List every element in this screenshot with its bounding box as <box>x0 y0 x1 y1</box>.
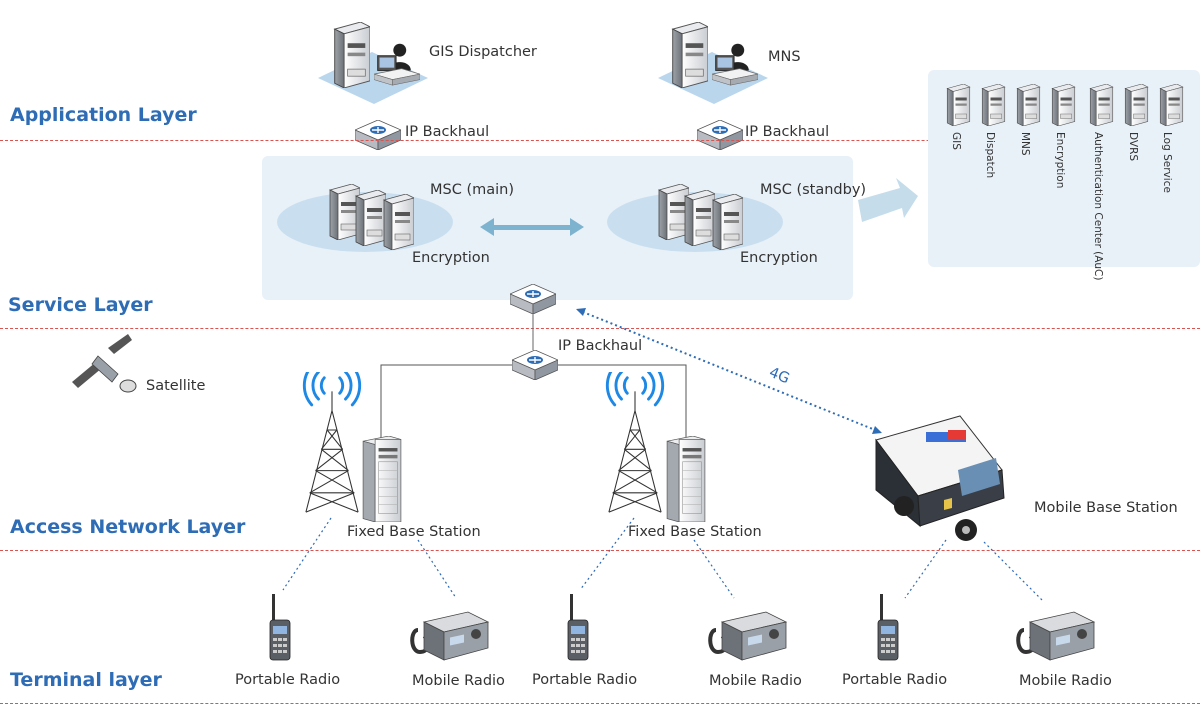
encryption-main-label: Encryption <box>412 250 490 266</box>
encryption-standby-label: Encryption <box>740 250 818 266</box>
service-item-mns: MNS <box>1019 132 1031 156</box>
layer-label-terminal: Terminal layer <box>10 669 162 691</box>
mobile-radio-2-label: Mobile Radio <box>709 673 802 689</box>
fixed-base-station-1-cabinet <box>362 436 402 522</box>
fixed-base-station-1-label: Fixed Base Station <box>347 524 481 540</box>
services-panel-servers <box>946 84 1184 126</box>
backhaul-links <box>380 364 687 440</box>
gis-dispatcher-workstation <box>318 22 428 104</box>
service-item-auc: Authentication Center (AuC) <box>1092 132 1104 281</box>
layer-label-application: Application Layer <box>10 104 197 126</box>
portable-radio-1-label: Portable Radio <box>235 672 341 688</box>
services-arrow <box>858 178 918 222</box>
mns-label: MNS <box>768 49 801 65</box>
mobile-radio-3-label: Mobile Radio <box>1019 673 1112 689</box>
layer-label-access: Access Network Layer <box>10 516 246 538</box>
gis-dispatcher-label: GIS Dispatcher <box>429 44 537 60</box>
msc-main-label: MSC (main) <box>430 182 514 198</box>
satellite-label: Satellite <box>146 378 206 394</box>
mns-workstation <box>658 22 768 104</box>
service-item-dvrs: DVRS <box>1127 132 1139 162</box>
portable-radio-3-label: Portable Radio <box>842 672 948 688</box>
link-4g <box>577 309 881 433</box>
service-item-encryption: Encryption <box>1054 132 1066 189</box>
terminal-links <box>282 517 1043 601</box>
service-item-dispatch: Dispatch <box>984 132 996 179</box>
ip-backhaul-label-right: IP Backhaul <box>745 124 830 140</box>
msc-standby-label: MSC (standby) <box>760 182 867 198</box>
mobile-radio-3-icon <box>1016 610 1096 662</box>
divider-access-terminal <box>0 550 1200 551</box>
msc-sync-arrow <box>480 218 584 236</box>
divider-service-access <box>0 328 1200 329</box>
portable-radio-3-icon <box>877 594 899 661</box>
fixed-base-station-2-cabinet <box>666 436 706 522</box>
ip-backhaul-label-access: IP Backhaul <box>558 338 643 354</box>
mobile-radio-1-icon <box>410 610 490 662</box>
divider-bottom <box>0 703 1200 704</box>
portable-radio-1-icon <box>269 594 291 661</box>
service-switch <box>510 284 556 314</box>
fixed-base-station-1-tower <box>302 372 362 514</box>
mobile-radio-2-icon <box>708 610 788 662</box>
satellite-icon <box>72 334 137 393</box>
portable-radio-2-icon <box>567 594 589 661</box>
service-item-log-service: Log Service <box>1161 132 1173 193</box>
service-item-gis: GIS <box>950 132 962 150</box>
ip-backhaul-label-left: IP Backhaul <box>405 124 490 140</box>
mobile-radio-1-label: Mobile Radio <box>412 673 505 689</box>
layer-label-service: Service Layer <box>8 294 153 316</box>
mobile-base-station-vehicle <box>875 415 1005 541</box>
divider-application-service <box>0 140 1200 141</box>
portable-radio-2-label: Portable Radio <box>532 672 638 688</box>
access-switch <box>512 350 558 380</box>
fixed-base-station-2-label: Fixed Base Station <box>628 524 762 540</box>
mobile-base-station-label: Mobile Base Station <box>1034 500 1178 516</box>
fixed-base-station-2-tower <box>605 372 665 514</box>
